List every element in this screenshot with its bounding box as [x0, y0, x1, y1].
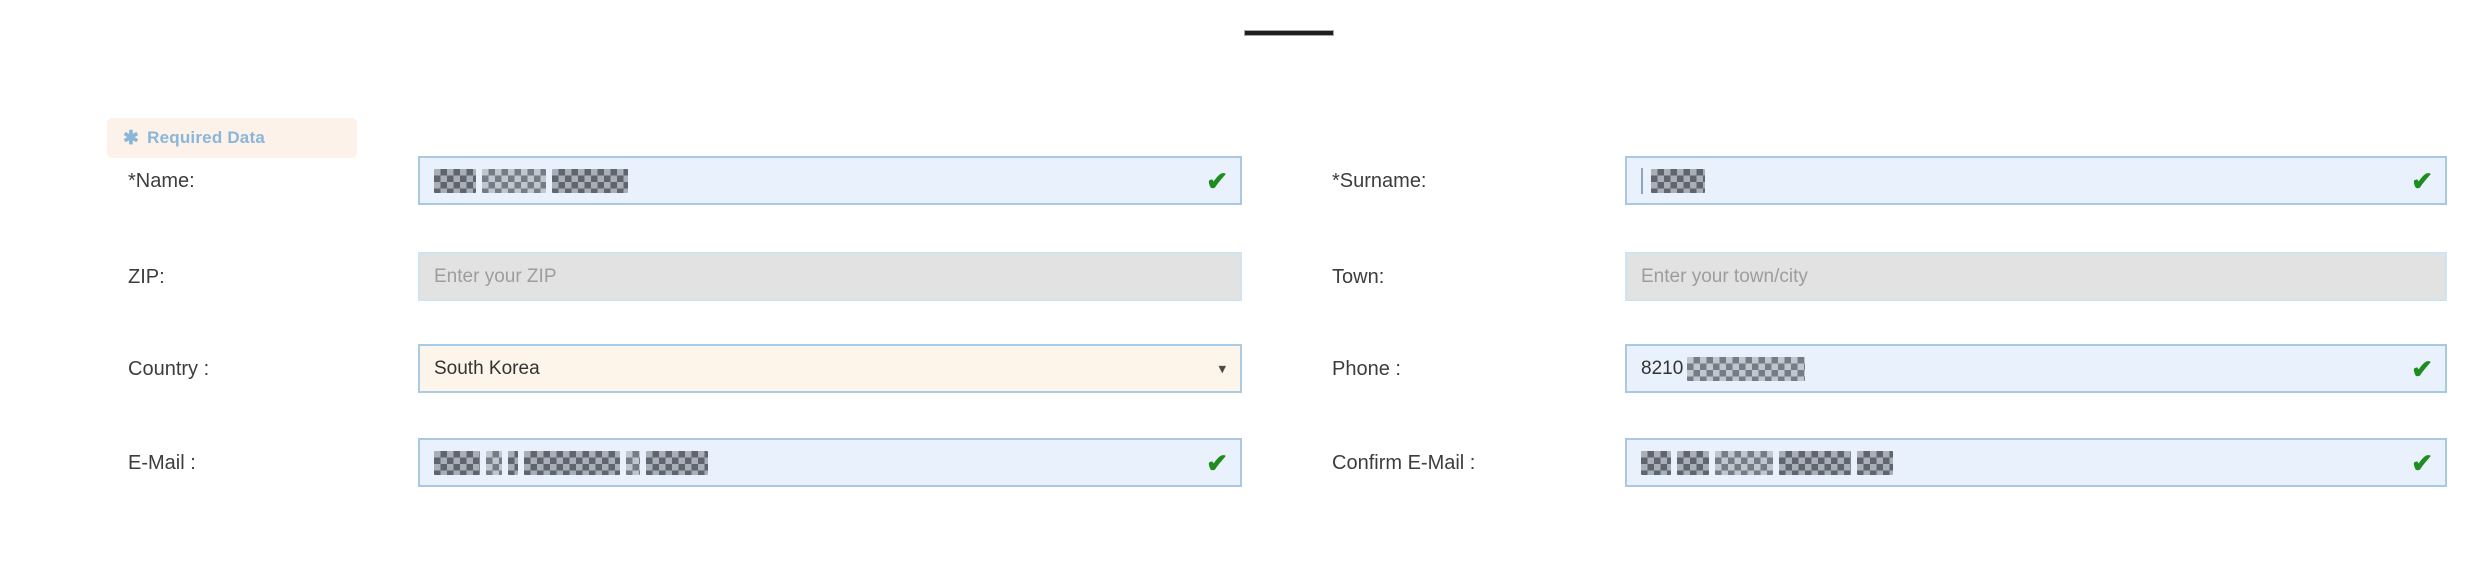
zip-input[interactable]: Enter your ZIP	[418, 252, 1242, 301]
text-cursor	[1641, 167, 1643, 194]
name-input[interactable]: ✔	[418, 156, 1242, 205]
phone-label: Phone :	[1332, 357, 1401, 380]
email-label: E-Mail :	[128, 451, 196, 474]
surname-value-redacted	[1651, 168, 1705, 193]
town-label: Town:	[1332, 265, 1385, 288]
email-value-redacted	[434, 450, 708, 475]
surname-label: *Surname:	[1332, 169, 1427, 192]
surname-valid-check-icon: ✔	[2411, 165, 2433, 196]
phone-valid-check-icon: ✔	[2411, 353, 2433, 384]
form-row-country-phone: Country : South Korea ▾ Phone : 8210 ✔	[0, 344, 2474, 394]
email-input[interactable]: ✔	[418, 438, 1242, 487]
surname-input[interactable]: ✔	[1625, 156, 2447, 205]
name-value-redacted	[434, 168, 628, 193]
phone-value-redacted	[1687, 356, 1806, 381]
top-divider	[1245, 31, 1333, 35]
country-selected-value: South Korea	[434, 357, 540, 379]
form-row-zip-town: ZIP: Enter your ZIP Town: Enter your tow…	[0, 252, 2474, 302]
name-valid-check-icon: ✔	[1206, 165, 1228, 196]
required-data-label: Required Data	[147, 128, 265, 147]
form-row-name-surname: *Name: ✔ *Surname: ✔	[0, 156, 2474, 206]
zip-placeholder: Enter your ZIP	[434, 265, 557, 287]
phone-value-visible: 8210	[1641, 357, 1684, 379]
email-valid-check-icon: ✔	[1206, 447, 1228, 478]
country-select[interactable]: South Korea ▾	[418, 344, 1242, 393]
zip-label: ZIP:	[128, 265, 165, 288]
required-data-badge: ✱ Required Data	[107, 118, 357, 158]
form-row-email-confirm: E-Mail : ✔ Confirm E-Mail : ✔	[0, 438, 2474, 488]
confirm-email-valid-check-icon: ✔	[2411, 447, 2433, 478]
town-placeholder: Enter your town/city	[1641, 265, 1808, 287]
country-label: Country :	[128, 357, 210, 380]
phone-input[interactable]: 8210 ✔	[1625, 344, 2447, 393]
town-input[interactable]: Enter your town/city	[1625, 252, 2447, 301]
name-label: *Name:	[128, 169, 195, 192]
chevron-down-icon: ▾	[1218, 360, 1226, 377]
confirm-email-input[interactable]: ✔	[1625, 438, 2447, 487]
confirm-email-label: Confirm E-Mail :	[1332, 451, 1476, 474]
asterisk-icon: ✱	[123, 127, 140, 149]
confirm-email-value-redacted	[1641, 450, 1893, 475]
